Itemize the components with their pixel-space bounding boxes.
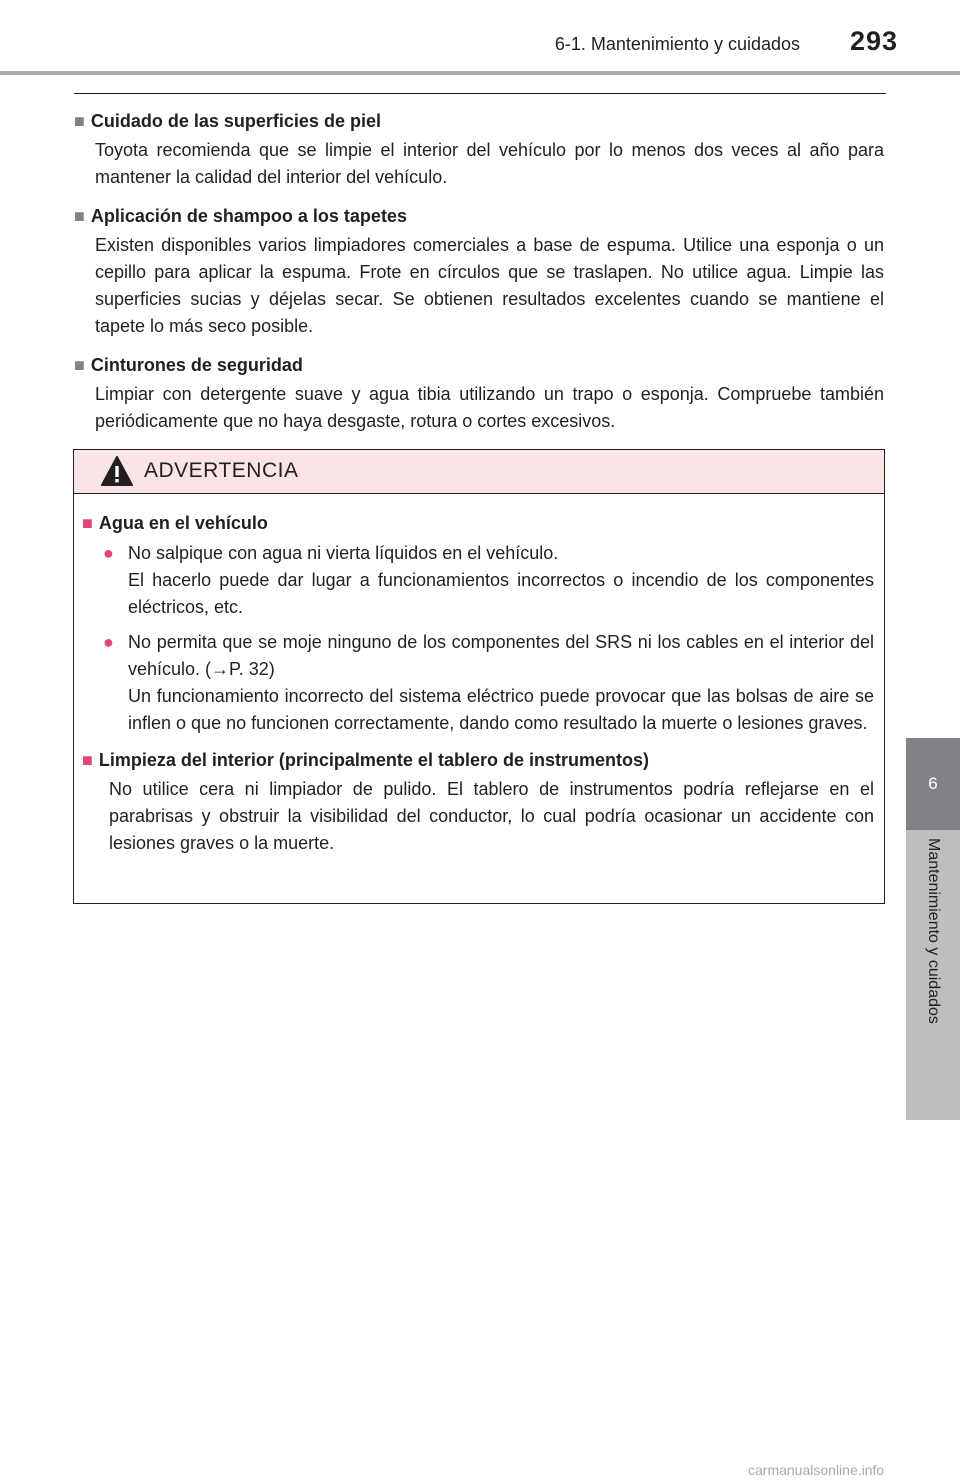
bullet-line: El hacerlo puede dar lugar a funcionamie… bbox=[128, 570, 874, 617]
black-square-icon: ■ bbox=[74, 206, 85, 226]
warning-bullet: ● No permita que se moje ninguno de los … bbox=[103, 629, 874, 737]
content-rule bbox=[74, 93, 886, 94]
warning-header: ADVERTENCIA bbox=[74, 450, 884, 494]
bullet-line: No permita que se moje ninguno de los co… bbox=[128, 632, 874, 679]
section-title: 6-1. Mantenimiento y cuidados bbox=[554, 34, 800, 54]
warning-section-heading: Agua en el vehículo bbox=[98, 513, 268, 533]
warning-box: ADVERTENCIA ■Agua en el vehículo ● No sa… bbox=[73, 449, 885, 904]
section-leather: ■Cuidado de las superficies de piel Toyo… bbox=[74, 108, 884, 191]
watermark: carmanualsonline.info bbox=[748, 1462, 885, 1478]
main-content: ■Cuidado de las superficies de piel Toyo… bbox=[74, 108, 884, 447]
section-heading: Cuidado de las superficies de piel bbox=[90, 111, 381, 131]
warning-triangle-icon bbox=[101, 456, 133, 486]
warning-section-heading: Limpieza del interior (principalmente el… bbox=[98, 750, 649, 770]
bullet-line: No salpique con agua ni vierta líquidos … bbox=[128, 543, 559, 563]
header-rule bbox=[0, 71, 960, 75]
warning-section-water: ■Agua en el vehículo ● No salpique con a… bbox=[82, 510, 874, 737]
section-seatbelts: ■Cinturones de seguridad Limpiar con det… bbox=[74, 352, 884, 435]
section-heading: Cinturones de seguridad bbox=[90, 355, 303, 375]
chapter-tab-text: Mantenimiento y cuidados bbox=[925, 838, 942, 1024]
section-heading: Aplicación de shampoo a los tapetes bbox=[90, 206, 407, 226]
warning-title: ADVERTENCIA bbox=[144, 459, 299, 482]
bullet-line: Un funcionamiento incorrecto del sistema… bbox=[128, 686, 874, 733]
chapter-tab-number[interactable]: 6 bbox=[906, 738, 960, 830]
black-square-icon: ■ bbox=[74, 111, 85, 131]
black-square-icon: ■ bbox=[74, 355, 85, 375]
warning-section-body: No utilice cera ni limpiador de pulido. … bbox=[109, 779, 874, 853]
page-number: 293 bbox=[849, 26, 898, 56]
pink-dot-icon: ● bbox=[103, 543, 114, 563]
pink-dot-icon: ● bbox=[103, 632, 114, 652]
warning-bullet: ● No salpique con agua ni vierta líquido… bbox=[103, 540, 874, 621]
section-carpet: ■Aplicación de shampoo a los tapetes Exi… bbox=[74, 203, 884, 340]
pink-square-icon: ■ bbox=[82, 750, 93, 770]
chapter-tab-label: Mantenimiento y cuidados bbox=[906, 830, 960, 1120]
section-body: Toyota recomienda que se limpie el inter… bbox=[95, 140, 884, 187]
section-body: Limpiar con detergente suave y agua tibi… bbox=[95, 384, 884, 431]
section-body: Existen disponibles varios limpiadores c… bbox=[95, 235, 884, 336]
pink-square-icon: ■ bbox=[82, 513, 93, 533]
warning-section-interior: ■Limpieza del interior (principalmente e… bbox=[82, 747, 874, 857]
warning-content: ■Agua en el vehículo ● No salpique con a… bbox=[74, 494, 884, 857]
